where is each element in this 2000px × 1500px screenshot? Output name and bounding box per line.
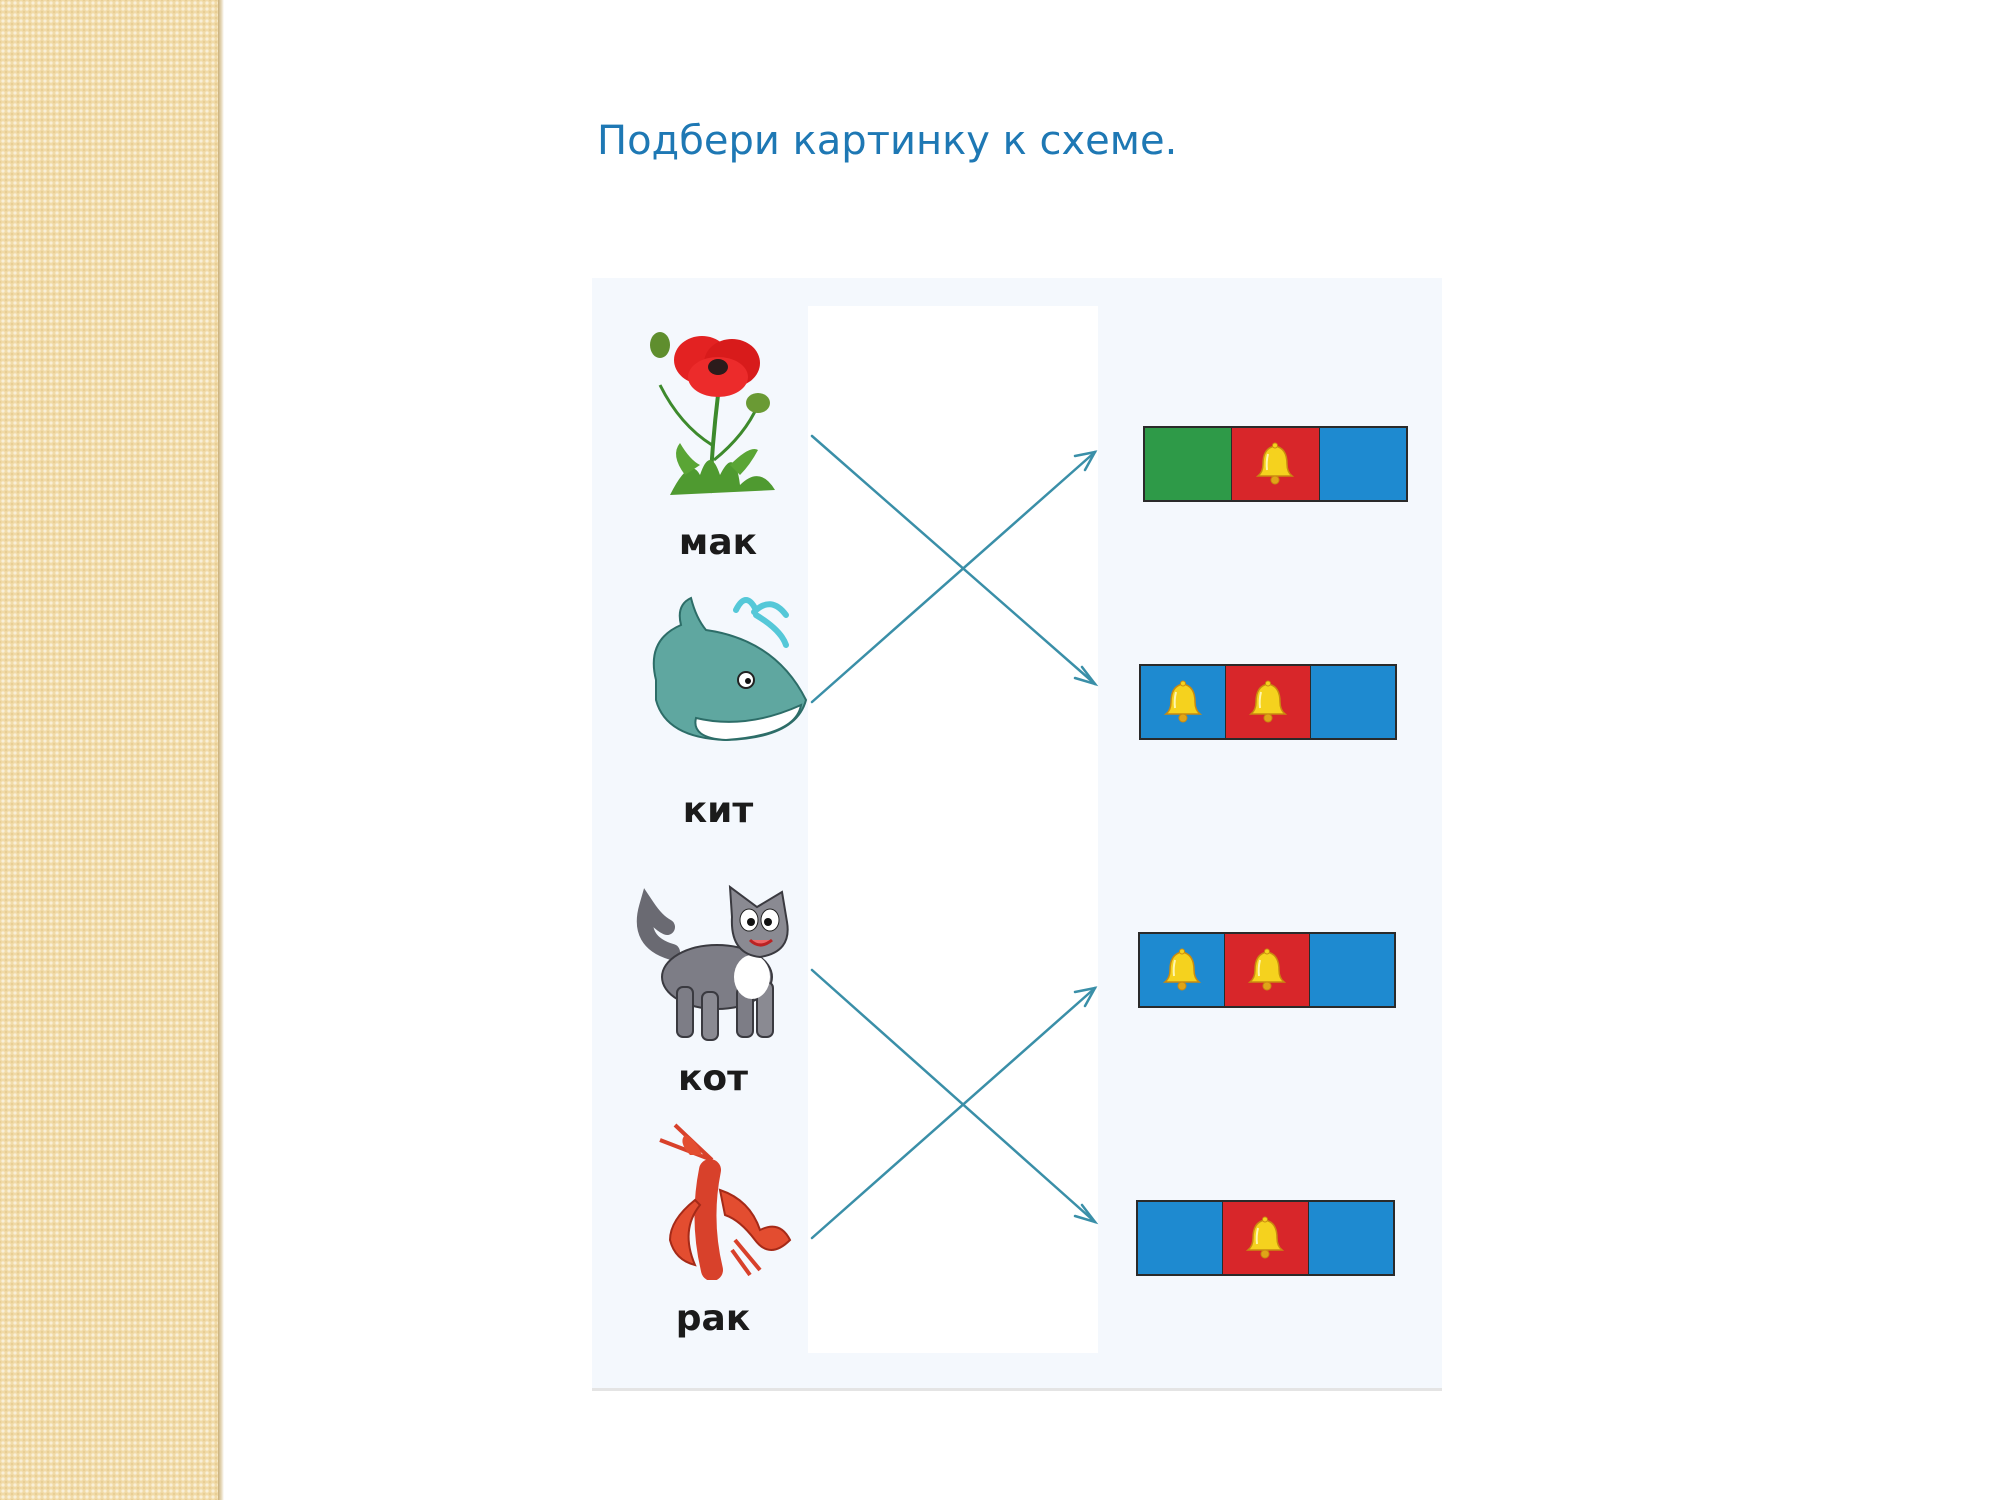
sound-scheme-1[interactable] <box>1143 426 1408 502</box>
word-label-kot: кот <box>677 1058 749 1099</box>
arrow-mak-to-scheme-2 <box>810 434 1097 686</box>
scheme-cell-red <box>1226 666 1311 738</box>
poppy-icon[interactable] <box>640 325 790 500</box>
bell-icon <box>1162 948 1202 992</box>
word-label-rak: рак <box>675 1298 751 1339</box>
sound-scheme-4[interactable] <box>1136 1200 1395 1276</box>
exercise-gap <box>808 306 1098 1353</box>
arrow-icon <box>1073 450 1098 472</box>
scheme-cell-green <box>1145 428 1233 500</box>
side-strip-edge <box>218 0 224 1500</box>
arrow-icon <box>1073 986 1098 1008</box>
scheme-cell-blue <box>1141 666 1226 738</box>
page-title: Подбери картинку к схеме. <box>597 118 1178 164</box>
bell-icon <box>1248 680 1288 724</box>
scheme-cell-blue <box>1138 1202 1224 1274</box>
bell-icon <box>1255 442 1295 486</box>
arrow-icon <box>1073 665 1099 687</box>
arrow-rak-to-scheme-3 <box>810 986 1097 1240</box>
bell-icon <box>1245 1216 1285 1260</box>
bell-icon <box>1163 680 1203 724</box>
crayfish-icon[interactable] <box>640 1120 800 1280</box>
decorative-side-strip <box>0 0 218 1500</box>
arrow-kot-to-scheme-4 <box>810 968 1097 1224</box>
scheme-cell-blue <box>1310 934 1394 1006</box>
scheme-cell-blue <box>1140 934 1225 1006</box>
whale-icon[interactable] <box>636 590 816 750</box>
scheme-cell-red <box>1225 934 1310 1006</box>
sound-scheme-2[interactable] <box>1139 664 1397 740</box>
word-label-mak: мак <box>678 522 758 563</box>
bell-icon <box>1247 948 1287 992</box>
scheme-cell-red <box>1232 428 1320 500</box>
scheme-cell-red <box>1223 1202 1309 1274</box>
sound-scheme-3[interactable] <box>1138 932 1396 1008</box>
arrow-kit-to-scheme-1 <box>810 450 1097 704</box>
arrow-icon <box>1073 1203 1099 1225</box>
scheme-cell-blue <box>1319 428 1406 500</box>
cat-icon[interactable] <box>632 882 817 1047</box>
word-label-kit: кит <box>682 790 754 831</box>
scheme-cell-blue <box>1311 666 1395 738</box>
scheme-cell-blue <box>1308 1202 1393 1274</box>
